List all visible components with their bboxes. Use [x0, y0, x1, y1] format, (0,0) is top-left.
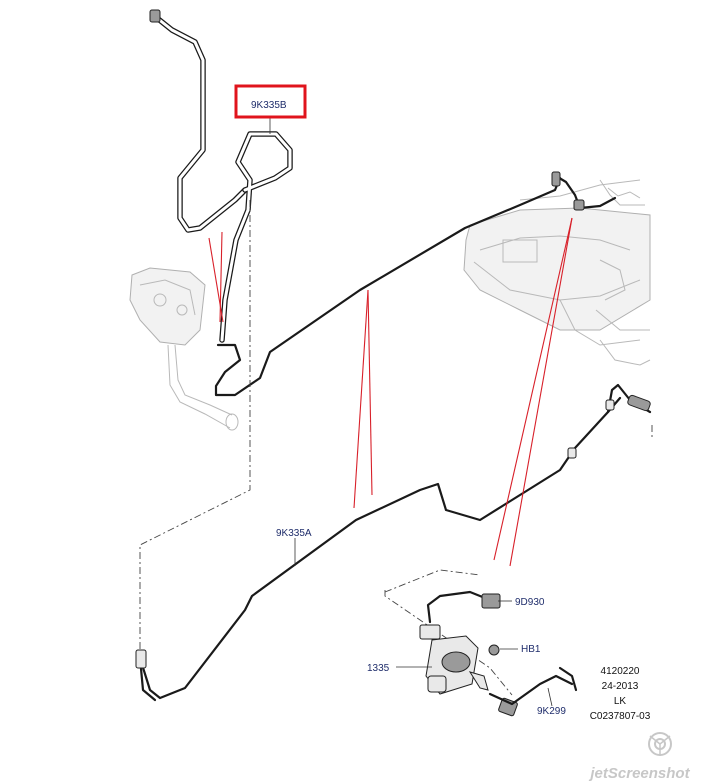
ref-line-3: LK [614, 696, 627, 707]
ref-line-4: C0237807-03 [590, 711, 651, 722]
red-leader-lines [208, 217, 573, 567]
callout-hb1: HB1 [521, 644, 541, 655]
reference-block: 4120220 24-2013 LK C0237807-03 [590, 666, 651, 722]
pedal-box-ghost [129, 267, 239, 431]
transmission-housing-ghost [463, 179, 651, 366]
highlight-box [234, 84, 307, 119]
pipe-upper-run [214, 171, 617, 397]
callout-9d930: 9D930 [515, 597, 545, 608]
pipe-9k335b [149, 9, 293, 343]
ref-line-1: 4120220 [601, 666, 640, 677]
ref-line-2: 24-2013 [602, 681, 639, 692]
callout-9k335a: 9K335A [276, 528, 312, 539]
watermark: jetScreenshot [588, 732, 691, 782]
pipe-9k335a [135, 383, 652, 702]
slave-cylinder-assembly [419, 590, 578, 717]
watermark-text: jetScreenshot [588, 765, 690, 782]
callout-1335: 1335 [367, 663, 390, 674]
dash-dot-guides [139, 200, 653, 696]
callout-9k335b: 9K335B [251, 100, 287, 111]
camera-lens-icon [648, 732, 672, 756]
callout-9k299: 9K299 [537, 706, 566, 717]
callout-leaders [269, 113, 553, 707]
